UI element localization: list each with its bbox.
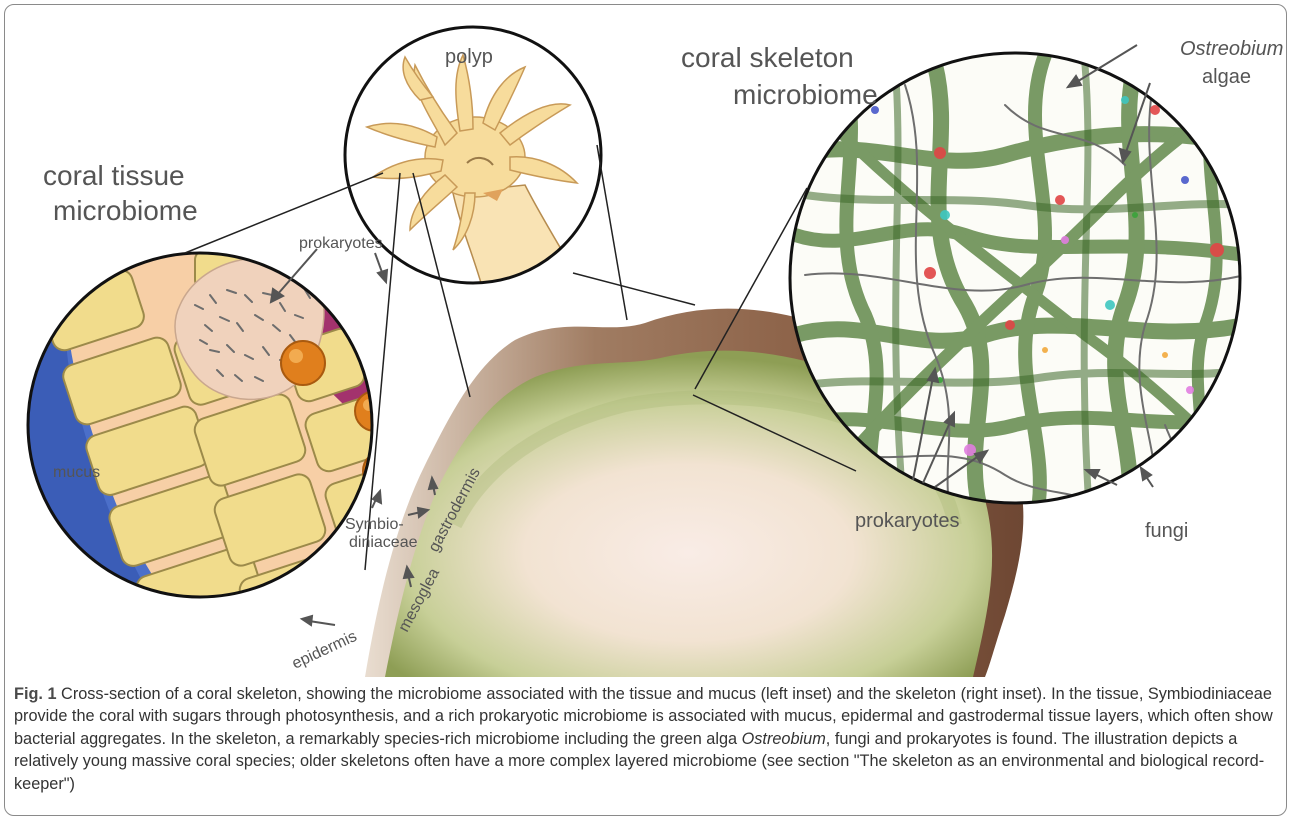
coral-illustration: polyp coral tissue microbiome coral skel… <box>5 5 1287 677</box>
figure-number: Fig. 1 <box>14 685 57 703</box>
label-symbio-1: Symbio- <box>345 516 404 533</box>
figure-caption: Fig. 1 Cross-section of a coral skeleton… <box>14 683 1284 795</box>
caption-italic-genus: Ostreobium <box>742 730 826 748</box>
label-algae: algae <box>1202 66 1251 88</box>
label-ostreobium: Ostreobium <box>1180 38 1283 60</box>
label-epidermis: epidermis <box>290 628 360 673</box>
label-tissue-title-2: microbiome <box>53 195 198 226</box>
label-symbio-2: diniaceae <box>349 534 418 551</box>
label-polyp: polyp <box>445 46 493 68</box>
label-skeleton-title-2: microbiome <box>733 79 878 110</box>
label-mucus: mucus <box>53 464 100 481</box>
label-prokaryotes-left: prokaryotes <box>299 235 383 252</box>
label-tissue-title-1: coral tissue <box>43 160 185 191</box>
label-prokaryotes-right: prokaryotes <box>855 510 960 532</box>
label-fungi: fungi <box>1145 520 1188 542</box>
label-skeleton-title-1: coral skeleton <box>681 42 854 73</box>
figure-frame: polyp coral tissue microbiome coral skel… <box>4 4 1287 816</box>
